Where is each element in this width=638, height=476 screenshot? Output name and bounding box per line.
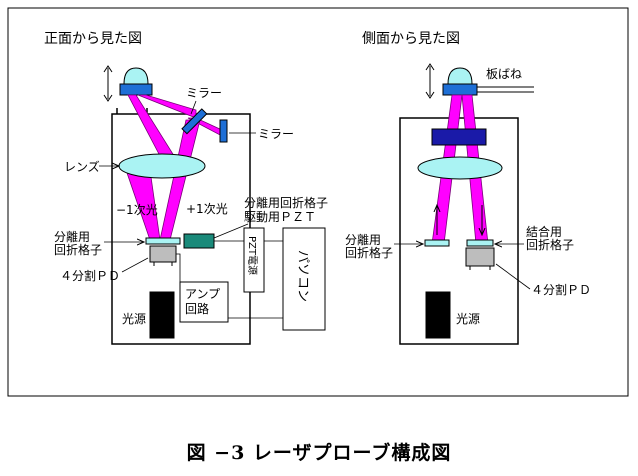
side-pd-label: ４分割ＰＤ	[531, 282, 591, 297]
front-mirror-top-label: ミラー	[186, 86, 222, 100]
side-grating-left-label-line1: 分離用	[345, 233, 381, 247]
front-pd-leader	[121, 257, 149, 273]
front-pzt-actuator	[183, 233, 215, 249]
front-lens-label: レンズ	[64, 159, 100, 174]
front-amp-label-line2: 回路	[185, 301, 209, 316]
front-pzt-label-line2: 駆動用ＰＺＴ	[244, 210, 316, 224]
outer-frame	[7, 7, 629, 397]
front-mirror-right	[219, 119, 228, 143]
side-coupling-grating	[466, 239, 494, 247]
front-lens	[118, 153, 206, 179]
front-separation-grating	[145, 237, 181, 245]
front-pzt-power-label: PZT電源	[246, 236, 259, 275]
side-probe-mount	[442, 83, 478, 96]
side-motion-arrow-head-top	[425, 63, 435, 71]
side-light-source-label: 光源	[456, 312, 480, 326]
side-mirror-block	[431, 128, 487, 146]
side-motion-arrow-head-bottom	[425, 91, 435, 99]
front-mirror-top-leader	[190, 100, 197, 115]
side-grating-left-label-line2: 回折格子	[345, 245, 393, 260]
front-motion-arrow-head-top	[103, 65, 113, 73]
side-probe-dome	[447, 67, 473, 85]
front-light-source	[149, 291, 175, 339]
side-lens	[417, 156, 503, 180]
front-grating-label-line1: 分離用	[54, 230, 90, 244]
front-pd-to-amp-wire	[176, 253, 181, 282]
front-motion-arrow-head-bottom	[103, 94, 113, 102]
side-light-source	[425, 291, 451, 339]
side-leaf-spring-label: 板ばね	[486, 67, 522, 81]
front-order-plus-label: +1次光	[186, 202, 228, 216]
front-photodiode	[149, 245, 177, 263]
side-grating-right-label-line1: 結合用	[526, 224, 562, 239]
front-amp-circuit	[179, 281, 229, 323]
figure-caption: 図 −3 レーザプローブ構成図	[186, 442, 452, 464]
front-pzt-label-line1: 分離用回折格子	[244, 195, 328, 210]
side-pd-leader	[495, 263, 531, 290]
side-separation-grating	[424, 239, 450, 247]
front-mirror-top	[181, 108, 208, 135]
front-beam-right	[137, 94, 197, 119]
side-photodiode	[465, 247, 495, 267]
side-housing	[399, 117, 519, 345]
front-pzt-leader	[213, 223, 249, 239]
front-amp-label-line1: アンプ	[185, 287, 220, 301]
front-probe-dome	[123, 67, 149, 85]
front-pc-label: パソコン	[295, 250, 310, 302]
front-pzt-power-box	[243, 227, 265, 293]
front-grating-label-line2: 回折格子	[54, 242, 102, 257]
side-grating-right-label-line2: 回折格子	[526, 237, 574, 252]
front-probe-mount	[119, 83, 153, 96]
front-mirror-right-label: ミラー	[258, 127, 294, 141]
front-order-minus-label: −1次光	[116, 203, 158, 217]
front-pd-label: ４分割ＰＤ	[60, 268, 120, 283]
front-view-title: 正面から見た図	[44, 31, 142, 47]
front-pc-box	[282, 227, 326, 331]
side-view-title: 側面から見た図	[362, 31, 460, 47]
front-light-source-label: 光源	[122, 312, 146, 326]
